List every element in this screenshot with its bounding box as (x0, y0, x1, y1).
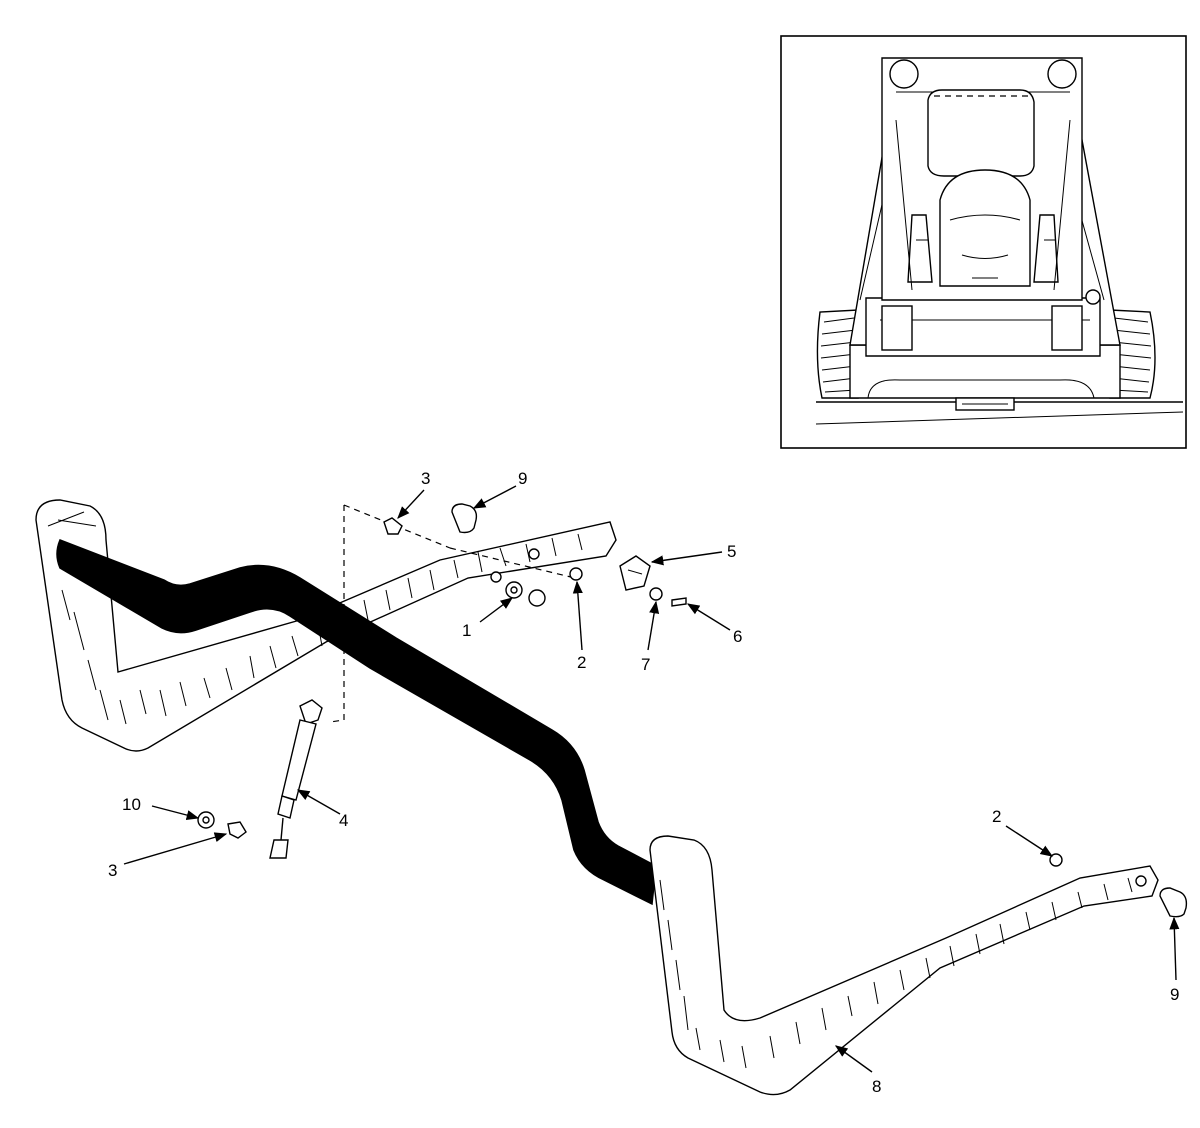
locator-inset (780, 35, 1187, 449)
callout-10: 10 (122, 795, 141, 814)
callout-1: 1 (462, 621, 471, 640)
skid-steer-machine-illustration (815, 57, 1184, 425)
left-tire (816, 309, 859, 399)
hardware (197, 503, 1188, 918)
seat-bar-assembly (35, 499, 1188, 1096)
callout-9-lower: 9 (1170, 985, 1179, 1004)
callout-3-lower: 3 (108, 861, 117, 880)
callouts: 1 2 2 3 3 4 5 6 7 8 9 9 (108, 469, 1179, 1096)
right-pivot-bracket (649, 835, 1159, 1096)
right-tire (1109, 309, 1156, 399)
callout-5: 5 (727, 542, 736, 561)
callout-6: 6 (733, 627, 742, 646)
padded-seat-bar (56, 539, 657, 906)
callout-2-lower: 2 (992, 807, 1001, 826)
callout-7: 7 (641, 655, 650, 674)
callout-8: 8 (872, 1077, 881, 1096)
gas-spring (269, 699, 323, 859)
callout-2-upper: 2 (577, 653, 586, 672)
callout-9-upper: 9 (518, 469, 527, 488)
callout-3-upper: 3 (421, 469, 430, 488)
callout-4: 4 (339, 811, 348, 830)
